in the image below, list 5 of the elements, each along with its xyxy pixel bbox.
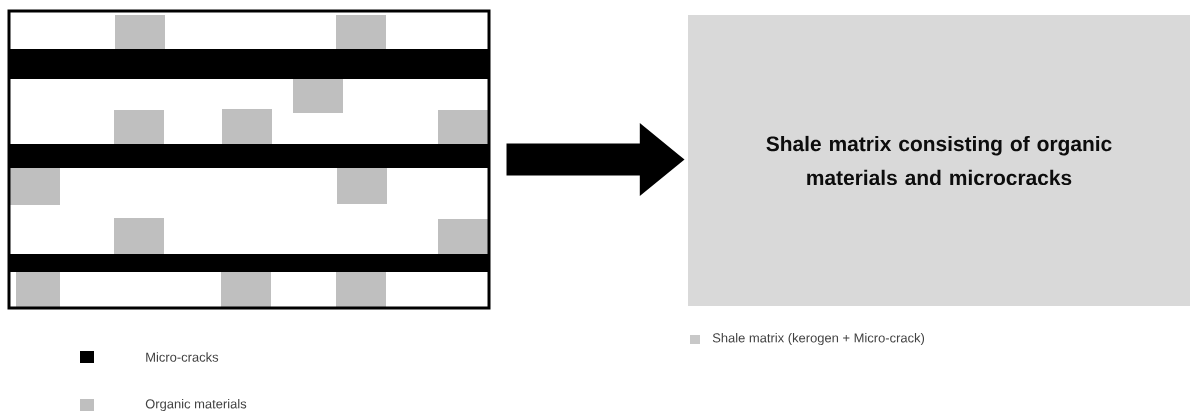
legend-label: Shale matrix (kerogen + Micro-crack)	[712, 332, 925, 346]
shale-layers-drawing	[7, 9, 491, 310]
legend-label: Organic materials	[145, 398, 247, 412]
text-box: Shale matrix consisting of organic materials and microcracks	[688, 15, 1190, 306]
legend-label: Micro-cracks	[146, 352, 219, 362]
